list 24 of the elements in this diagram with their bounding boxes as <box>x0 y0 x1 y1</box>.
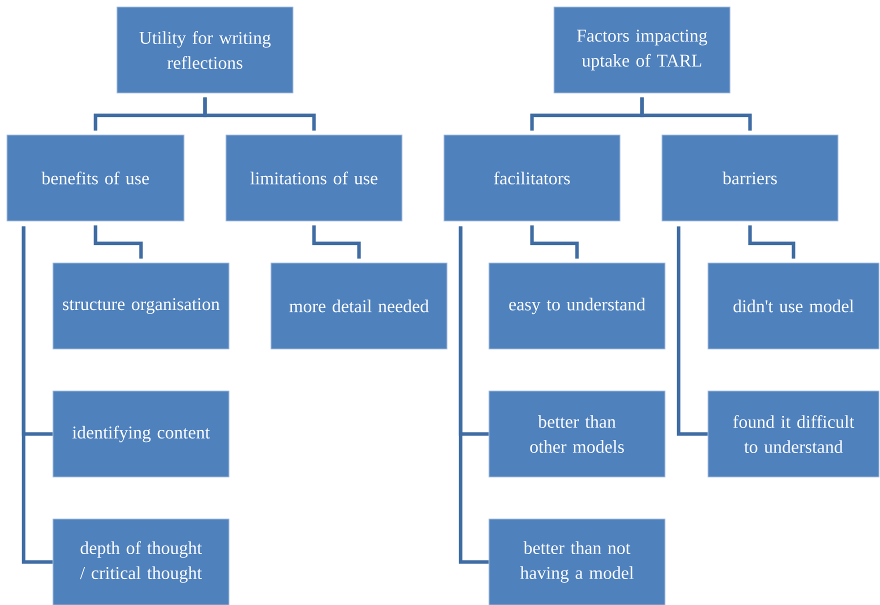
org-box: Factors impacting uptake of TARL <box>554 6 730 94</box>
org-box: better than not having a model <box>488 518 666 605</box>
org-box: depth of thought / critical thought <box>52 518 230 605</box>
connector <box>312 225 361 259</box>
connector <box>94 225 143 259</box>
connector <box>203 97 316 131</box>
org-box: Utility for writing reflections <box>116 6 294 94</box>
org-box: easy to understand <box>488 262 666 350</box>
connector <box>676 226 708 436</box>
org-box: barriers <box>662 134 838 222</box>
connector <box>530 225 579 259</box>
org-box: more detail needed <box>270 262 448 350</box>
org-box: didn't use model <box>708 262 880 350</box>
connector <box>22 226 53 564</box>
connector <box>640 97 752 131</box>
org-box: benefits of use <box>6 134 184 222</box>
connector <box>458 226 489 564</box>
org-box: structure organisation <box>52 262 230 350</box>
org-box: better than other models <box>488 390 666 478</box>
org-box: facilitators <box>444 134 620 222</box>
org-box: identifying content <box>52 390 230 478</box>
org-box: limitations of use <box>226 134 402 222</box>
org-box: found it difficult to understand <box>708 390 880 478</box>
connector <box>748 225 796 259</box>
